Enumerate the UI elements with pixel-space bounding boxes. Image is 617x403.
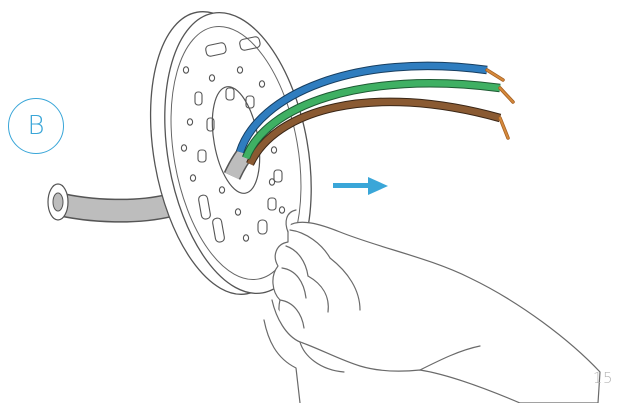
- right-arrow-icon: [333, 177, 388, 195]
- page-number: 15: [592, 369, 613, 387]
- step-badge: B: [8, 98, 64, 154]
- wires: [235, 61, 515, 166]
- wall-cable: [47, 183, 179, 223]
- hand: [263, 209, 601, 403]
- step-letter: B: [27, 110, 45, 141]
